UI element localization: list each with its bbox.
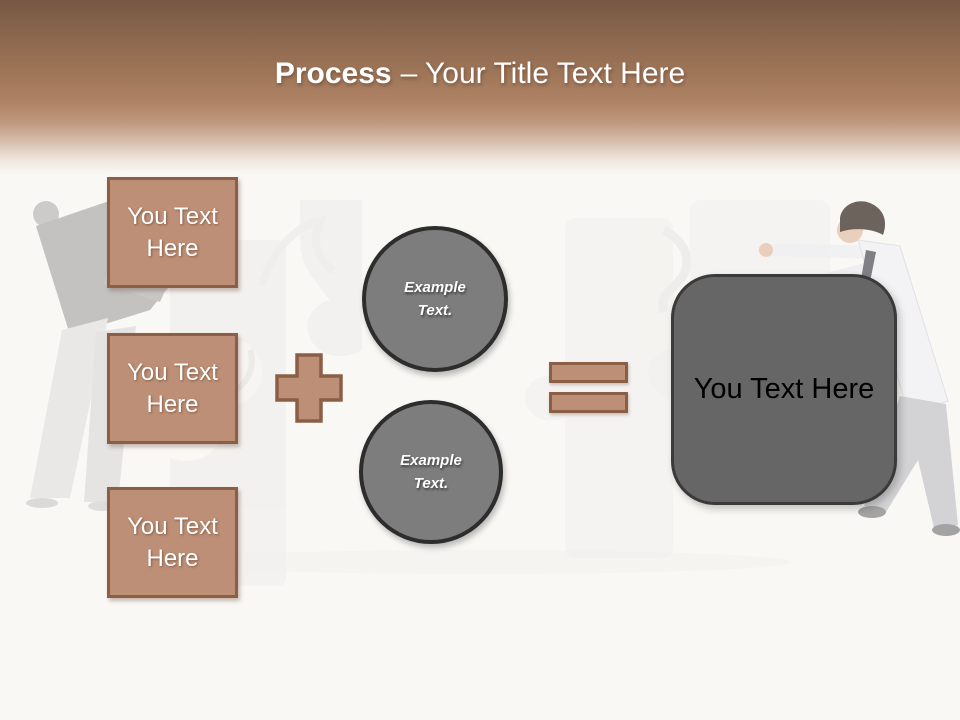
- example-circle-2-label: Example Text.: [400, 451, 462, 492]
- example-circle-2[interactable]: Example Text.: [359, 400, 503, 544]
- plus-icon[interactable]: [275, 353, 343, 423]
- header-gradient: [0, 0, 960, 175]
- puzzle-piece-middle: [525, 218, 692, 558]
- text-placeholder-1[interactable]: You Text Here: [107, 177, 238, 288]
- result-box-label: You Text Here: [693, 373, 875, 405]
- text-placeholder-1-label: You Text Here: [127, 202, 218, 262]
- equals-icon-bottom-bar[interactable]: [549, 392, 628, 413]
- text-placeholder-3[interactable]: You Text Here: [107, 487, 238, 598]
- example-circle-1-label: Example Text.: [404, 278, 466, 319]
- slide-title: Process– Your Title Text Here: [0, 56, 960, 92]
- floor-reflection: [170, 550, 790, 574]
- text-placeholder-2-label: You Text Here: [127, 358, 218, 418]
- example-circle-1[interactable]: Example Text.: [362, 226, 508, 372]
- equals-icon[interactable]: [549, 362, 628, 383]
- slide-title-bold: Process: [274, 57, 392, 90]
- text-placeholder-2[interactable]: You Text Here: [107, 333, 238, 444]
- text-placeholder-3-label: You Text Here: [127, 512, 218, 572]
- result-box[interactable]: You Text Here: [671, 274, 897, 505]
- slide-title-rest: – Your Title Text Here: [400, 57, 686, 90]
